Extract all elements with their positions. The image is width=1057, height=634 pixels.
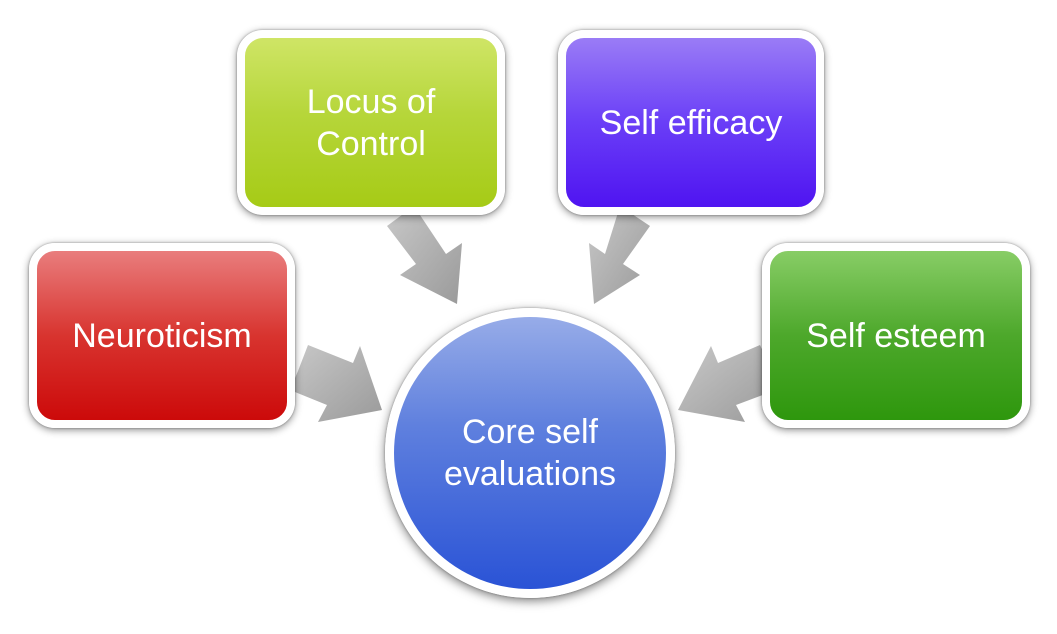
node-neuroticism-label: Neuroticism	[72, 316, 252, 355]
center-core-self-evaluations: Core self evaluations	[385, 308, 675, 598]
node-self-esteem-label: Self esteem	[806, 316, 986, 355]
node-self-efficacy: Self efficacy	[558, 30, 824, 215]
arrow-neuroticism-to-center	[290, 345, 382, 422]
arrow-locus-to-center	[387, 206, 462, 304]
node-neuroticism: Neuroticism	[29, 243, 295, 428]
node-self-efficacy-label: Self efficacy	[599, 103, 783, 142]
node-self-esteem: Self esteem	[762, 243, 1030, 428]
center-label: Core self evaluations	[443, 413, 616, 493]
arrow-esteem-to-center	[678, 345, 776, 422]
node-locus-of-control: Locus of Control	[237, 30, 505, 215]
node-locus-of-control-label: Locus of Control	[306, 82, 436, 163]
arrow-efficacy-to-center	[589, 206, 650, 304]
